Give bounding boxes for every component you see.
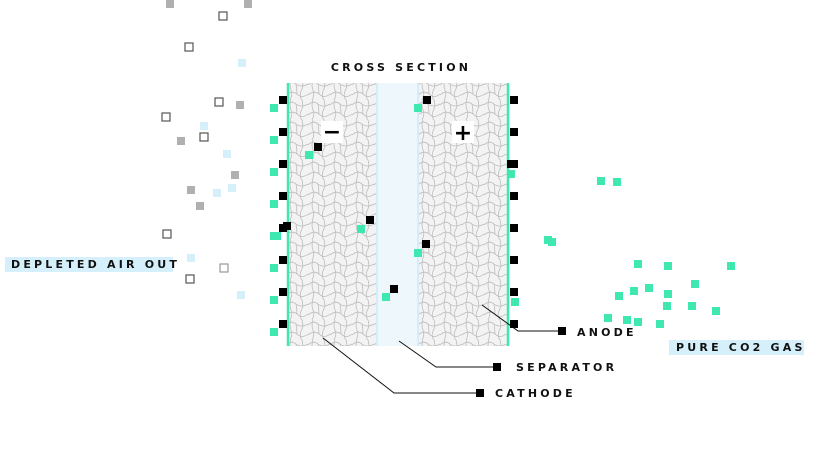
air-molecule-outline [219,263,229,273]
air-molecule-outline [185,274,195,284]
carrier-molecule [510,96,518,104]
separator-leader-line [398,340,496,368]
co2-molecule [663,302,671,310]
cathode-leader-marker [476,389,484,397]
carrier-molecule [510,192,518,200]
carrier-molecule [423,96,431,104]
air-molecule [187,186,195,194]
carrier-molecule [366,216,374,224]
air-molecule [231,171,239,179]
carrier-molecule [279,256,287,264]
co2-molecule [414,104,422,112]
air-molecule-outline [199,132,209,142]
anode-leader-marker [558,327,566,335]
co2-molecule [623,316,631,324]
co2-molecule [688,302,696,310]
co2-molecule [507,170,515,178]
air-molecule [196,202,204,210]
co2-molecule [691,280,699,288]
air-molecule [177,137,185,145]
separator-label: SEPARATOR [516,361,617,374]
co2-molecule [634,260,642,268]
pure-co2-tag-bg [669,340,804,355]
carrier-molecule [279,288,287,296]
carrier-molecule [279,96,287,104]
co2-molecule [645,284,653,292]
air-molecule [166,0,174,8]
air-molecule [236,101,244,109]
carrier-molecule [510,320,518,328]
air-molecule-outline [184,42,194,52]
carrier-molecule [279,128,287,136]
pure-co2-tag: PURE CO2 GAS [676,341,806,354]
co2-molecule [270,328,278,336]
co2-molecule [270,104,278,112]
co2-molecule [712,307,720,315]
co2-molecule [656,320,664,328]
carrier-molecule [510,224,518,232]
air-molecule-light [187,254,195,262]
co2-molecule [414,249,422,257]
air-molecule-outline [218,11,228,21]
anode-sign-bg [452,121,474,143]
air-molecule-light [200,122,208,130]
co2-molecule [615,292,623,300]
co2-molecule [270,296,278,304]
carrier-molecule [279,160,287,168]
co2-molecule [511,298,519,306]
co2-molecule [597,177,605,185]
carrier-molecule [510,256,518,264]
co2-molecule [270,200,278,208]
separator-leader-marker [493,363,501,371]
carrier-molecule [510,288,518,296]
co2-molecule [630,287,638,295]
air-molecule-light [213,189,221,197]
depleted-air-tag-bg [5,257,173,272]
co2-molecule [357,225,365,233]
co2-molecule [548,238,556,246]
co2-molecule [270,136,278,144]
carrier-molecule [314,143,322,151]
anode-label: ANODE [577,326,637,339]
cathode-leader-line [322,337,480,394]
anode-leader-line [481,304,563,332]
air-molecule-light [228,184,236,192]
co2-molecule [634,318,642,326]
carrier-molecule [507,160,515,168]
co2-molecule [270,168,278,176]
cathode-sign-bg [321,121,343,143]
air-molecule-light [237,291,245,299]
depleted-air-tag: DEPLETED AIR OUT [11,258,180,271]
carrier-molecule [510,128,518,136]
air-molecule-light [238,59,246,67]
co2-molecule [604,314,612,322]
carrier-molecule [283,222,291,230]
co2-molecule [613,178,621,186]
cathode-minus-sign: − [323,120,341,145]
carrier-molecule [279,320,287,328]
air-molecule [244,0,252,8]
air-molecule-light [223,150,231,158]
air-molecule-outline [162,229,172,239]
co2-molecule [305,151,313,159]
carrier-molecule [279,192,287,200]
molecule-particles [161,0,735,336]
co2-molecule [664,290,672,298]
co2-molecule [382,293,390,301]
co2-molecule [664,262,672,270]
anode-plus-sign: + [454,121,472,146]
carrier-molecule [422,240,430,248]
co2-molecule [273,232,281,240]
diagram-title: CROSS SECTION [331,61,471,74]
co2-molecule [270,264,278,272]
cathode-label: CATHODE [495,387,576,400]
air-molecule-outline [214,97,224,107]
carrier-molecule [390,285,398,293]
co2-molecule [727,262,735,270]
separator-membrane [376,83,419,346]
air-molecule-outline [161,112,171,122]
